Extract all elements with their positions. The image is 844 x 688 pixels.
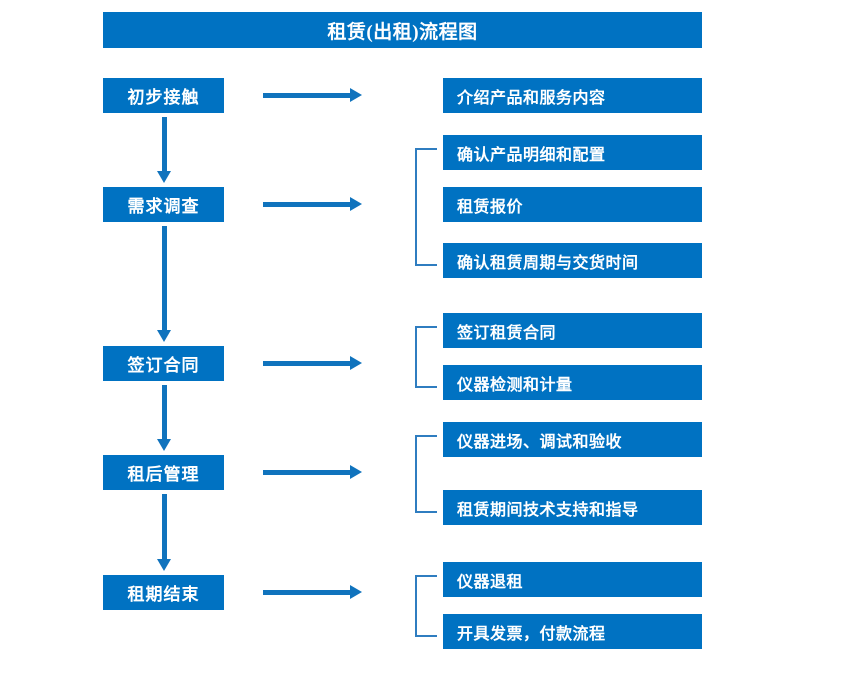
- arrow-head-down-icon: [157, 439, 171, 451]
- arrow-head-down-icon: [157, 559, 171, 571]
- stage-box-needs-survey[interactable]: 需求调查: [103, 187, 224, 222]
- arrow-head-right-icon: [350, 585, 362, 599]
- flow-arrow-down-3: [157, 385, 171, 451]
- arrow-head-right-icon: [350, 197, 362, 211]
- detail-box-confirm-period[interactable]: 确认租赁周期与交货时间: [443, 243, 702, 278]
- flow-arrow-down-4: [157, 494, 171, 571]
- arrow-shaft: [263, 470, 351, 475]
- arrow-shaft: [162, 385, 167, 440]
- detail-box-sign-lease-contract[interactable]: 签订租赁合同: [443, 313, 702, 348]
- group-bracket-post-rental-mgmt: [415, 435, 437, 513]
- arrow-shaft: [263, 590, 351, 595]
- arrow-head-right-icon: [350, 88, 362, 102]
- stage-box-initial-contact[interactable]: 初步接触: [103, 78, 224, 113]
- flow-arrow-right-3: [263, 356, 362, 370]
- flow-arrow-down-1: [157, 117, 171, 183]
- arrow-head-right-icon: [350, 356, 362, 370]
- flow-arrow-right-1: [263, 88, 362, 102]
- flow-arrow-right-4: [263, 465, 362, 479]
- flow-arrow-right-2: [263, 197, 362, 211]
- arrow-head-down-icon: [157, 171, 171, 183]
- detail-box-confirm-specs[interactable]: 确认产品明细和配置: [443, 135, 702, 170]
- group-bracket-sign-contract: [415, 326, 437, 388]
- arrow-head-down-icon: [157, 330, 171, 342]
- detail-box-introduce-products[interactable]: 介绍产品和服务内容: [443, 78, 702, 113]
- group-bracket-lease-end: [415, 575, 437, 637]
- arrow-shaft: [263, 93, 351, 98]
- arrow-shaft: [162, 117, 167, 172]
- detail-box-instrument-arrival[interactable]: 仪器进场、调试和验收: [443, 422, 702, 457]
- detail-box-invoice-payment[interactable]: 开具发票，付款流程: [443, 614, 702, 649]
- flow-arrow-right-5: [263, 585, 362, 599]
- detail-box-rental-quote[interactable]: 租赁报价: [443, 187, 702, 222]
- flow-arrow-down-2: [157, 226, 171, 342]
- arrow-shaft: [162, 494, 167, 560]
- arrow-shaft: [263, 361, 351, 366]
- stage-box-sign-contract[interactable]: 签订合同: [103, 346, 224, 381]
- group-bracket-needs-survey: [415, 148, 437, 266]
- detail-box-instrument-return[interactable]: 仪器退租: [443, 562, 702, 597]
- stage-box-post-rental-mgmt[interactable]: 租后管理: [103, 455, 224, 490]
- arrow-head-right-icon: [350, 465, 362, 479]
- detail-box-technical-support[interactable]: 租赁期间技术支持和指导: [443, 490, 702, 525]
- detail-box-instrument-testing[interactable]: 仪器检测和计量: [443, 365, 702, 400]
- stage-box-lease-end[interactable]: 租期结束: [103, 575, 224, 610]
- arrow-shaft: [162, 226, 167, 331]
- arrow-shaft: [263, 202, 351, 207]
- page-title: 租赁(出租)流程图: [103, 12, 702, 48]
